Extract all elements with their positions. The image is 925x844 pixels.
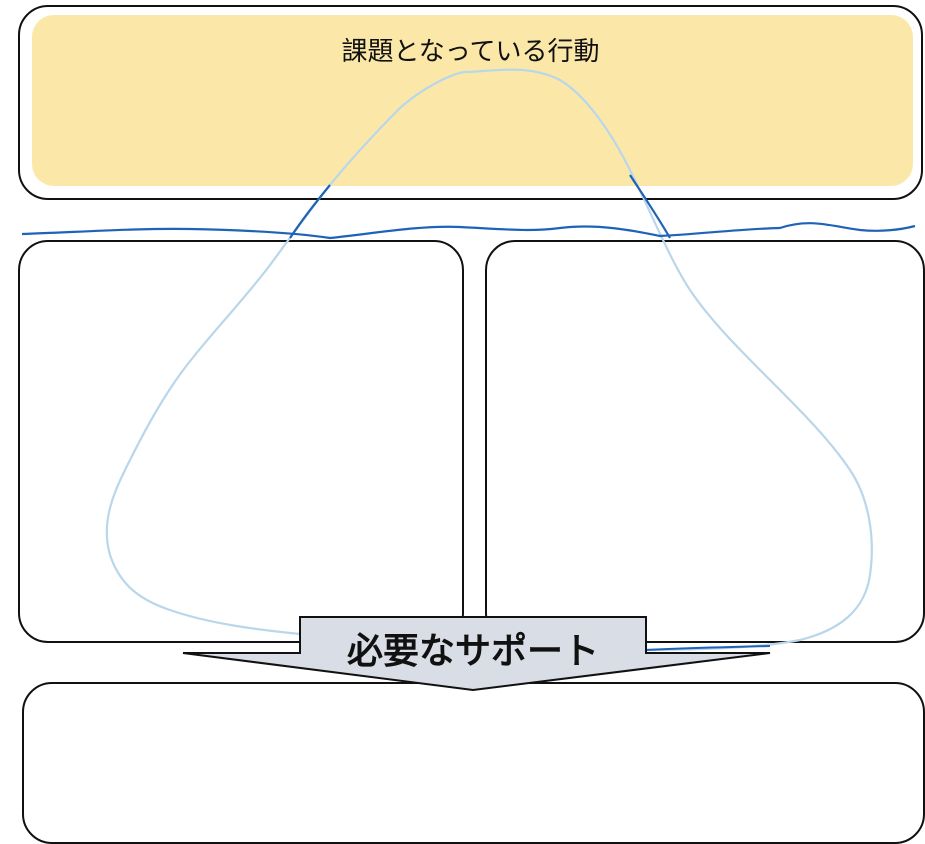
freehand-bottom-ink [644, 645, 771, 651]
left-panel [18, 240, 464, 643]
problem-behavior-box: 課題となっている行動 [18, 5, 923, 200]
freehand-horizontal-line [21, 222, 916, 240]
problem-behavior-title: 課題となっている行動 [341, 37, 600, 67]
support-panel [22, 682, 925, 844]
right-panel [485, 240, 925, 643]
support-arrow-label: 必要なサポート [346, 631, 599, 672]
